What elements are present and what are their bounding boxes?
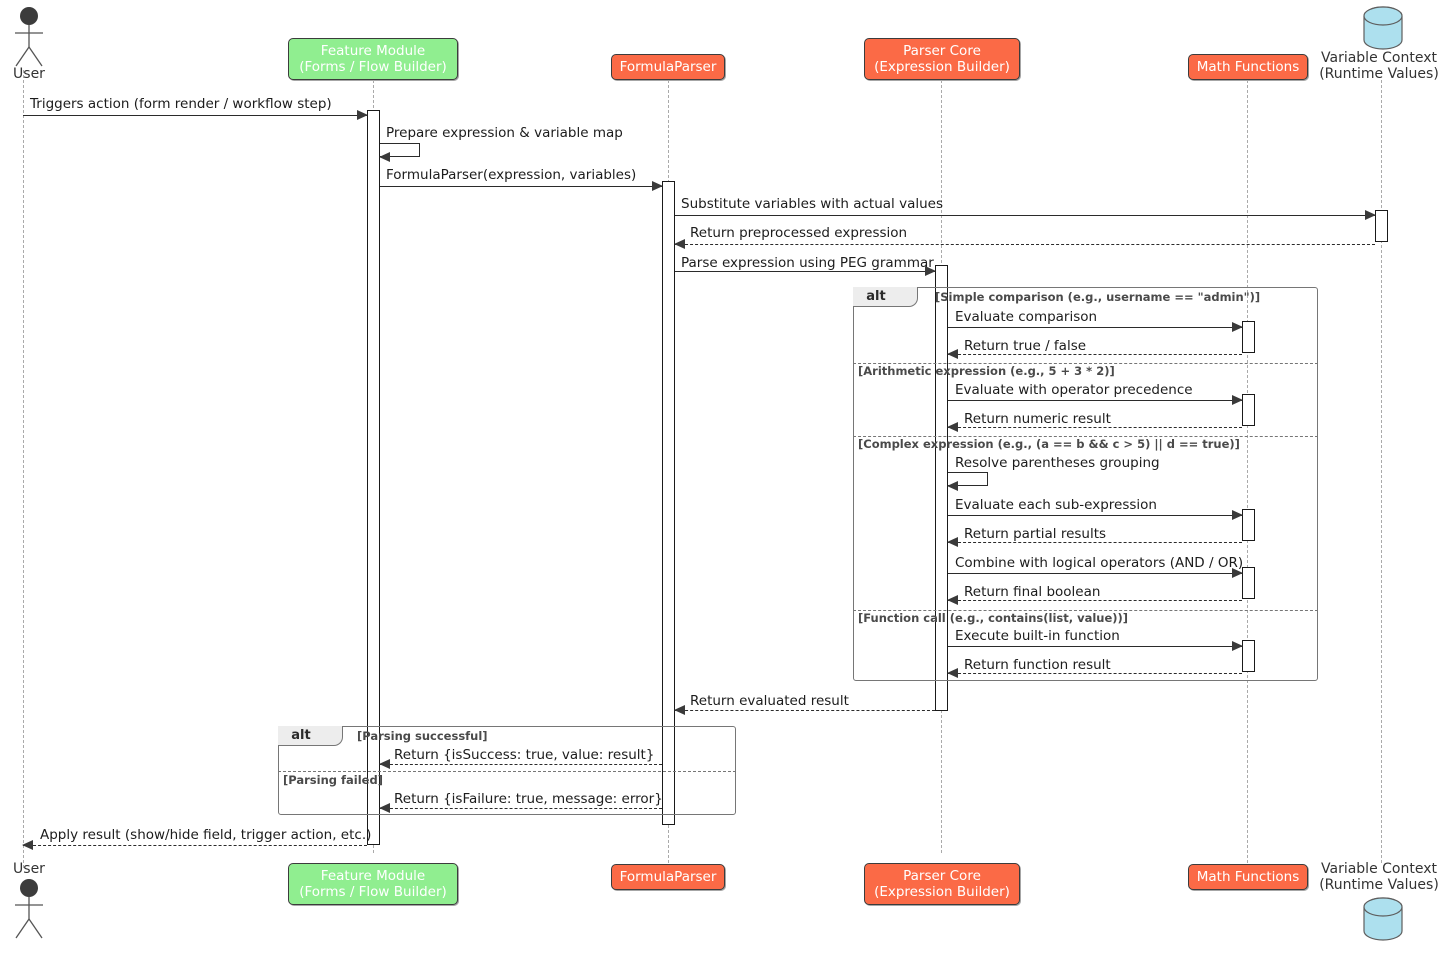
- fragment-alt-result-guard-1: [Parsing failed]: [283, 773, 383, 787]
- message-arrow-resolve-parentheses: [947, 472, 988, 491]
- message-label-triggers-action: Triggers action (form render / workflow …: [30, 96, 332, 112]
- message-label-evaluate-precedence: Evaluate with operator precedence: [955, 382, 1193, 398]
- message-label-return-success: Return {isSuccess: true, value: result}: [394, 747, 655, 763]
- actor-user-top: [6, 6, 52, 68]
- message-label-apply-result: Apply result (show/hide field, trigger a…: [40, 827, 372, 843]
- participant-parser-core-bottom[interactable]: Parser Core (Expression Builder): [864, 863, 1020, 905]
- fragment-alt-parse-guard-0: [Simple comparison (e.g., username == "a…: [935, 290, 1261, 304]
- fragment-alt-parse: [853, 287, 1318, 681]
- message-label-evaluate-sub-expression: Evaluate each sub-expression: [955, 497, 1157, 513]
- message-label-return-evaluated-result: Return evaluated result: [690, 693, 849, 709]
- fragment-alt-parse-guard-1: [Arithmetic expression (e.g., 5 + 3 * 2)…: [858, 364, 1115, 378]
- message-label-combine-logical: Combine with logical operators (AND / OR…: [955, 555, 1244, 571]
- actor-user-bottom: [6, 878, 52, 940]
- activation-parser: [662, 181, 675, 825]
- message-label-return-numeric: Return numeric result: [964, 411, 1111, 427]
- message-label-return-final-boolean: Return final boolean: [964, 584, 1101, 600]
- participant-parser-core-top[interactable]: Parser Core (Expression Builder): [864, 38, 1020, 80]
- actor-user-top-label: User: [13, 66, 45, 82]
- fragment-alt-result-operator: alt: [278, 726, 343, 746]
- activation-math-3: [1242, 509, 1255, 541]
- fragment-alt-parse-divider-2: [853, 436, 1318, 437]
- lifeline-varctx: [1381, 80, 1382, 863]
- message-label-formulaparser-call: FormulaParser(expression, variables): [386, 167, 637, 183]
- lifeline-user: [23, 70, 24, 868]
- fragment-alt-parse-operator: alt: [853, 287, 918, 307]
- activation-math-2: [1242, 394, 1255, 426]
- database-variable-context-bottom: [1362, 897, 1404, 943]
- participant-variable-context-bottom-label: Variable Context (Runtime Values): [1319, 861, 1439, 893]
- message-arrow-prepare-expression: [379, 143, 420, 162]
- participant-feature-module-bottom[interactable]: Feature Module (Forms / Flow Builder): [288, 863, 458, 905]
- message-label-prepare-expression: Prepare expression & variable map: [386, 125, 623, 141]
- fragment-alt-parse-divider-1: [853, 363, 1318, 364]
- fragment-alt-result-divider-1: [278, 771, 736, 772]
- database-variable-context-top: [1362, 6, 1404, 52]
- participant-variable-context-top-label: Variable Context (Runtime Values): [1319, 50, 1439, 82]
- actor-user-bottom-label: User: [13, 861, 45, 877]
- fragment-alt-result-guard-0: [Parsing successful]: [357, 729, 488, 743]
- message-label-return-failure: Return {isFailure: true, message: error}: [394, 791, 663, 807]
- fragment-alt-result: [278, 726, 736, 815]
- fragment-alt-parse-guard-2: [Complex expression (e.g., (a == b && c …: [858, 437, 1240, 451]
- participant-formulaparser-top[interactable]: FormulaParser: [611, 54, 725, 80]
- participant-formulaparser-bottom[interactable]: FormulaParser: [611, 864, 725, 890]
- fragment-alt-parse-guard-3: [Function call (e.g., contains(list, val…: [858, 611, 1129, 625]
- message-label-return-partial-results: Return partial results: [964, 526, 1107, 542]
- activation-math-4: [1242, 567, 1255, 599]
- message-label-execute-builtin: Execute built-in function: [955, 628, 1120, 644]
- lifeline-math: [1247, 80, 1248, 863]
- message-label-parse-peg: Parse expression using PEG grammar: [681, 255, 934, 271]
- activation-math-1: [1242, 321, 1255, 353]
- message-label-return-function-result: Return function result: [964, 657, 1111, 673]
- participant-math-functions-bottom[interactable]: Math Functions: [1188, 864, 1308, 890]
- message-label-return-true-false: Return true / false: [964, 338, 1087, 354]
- message-label-return-preprocessed: Return preprocessed expression: [690, 225, 908, 241]
- activation-feature: [367, 110, 380, 845]
- message-label-evaluate-comparison: Evaluate comparison: [955, 309, 1098, 325]
- message-label-resolve-parentheses: Resolve parentheses grouping: [955, 455, 1160, 471]
- activation-varctx-1: [1375, 210, 1388, 242]
- participant-math-functions-top[interactable]: Math Functions: [1188, 54, 1308, 80]
- message-label-substitute-variables: Substitute variables with actual values: [681, 196, 943, 212]
- participant-feature-module-top[interactable]: Feature Module (Forms / Flow Builder): [288, 38, 458, 80]
- fragment-alt-parse-divider-3: [853, 610, 1318, 611]
- activation-math-5: [1242, 640, 1255, 672]
